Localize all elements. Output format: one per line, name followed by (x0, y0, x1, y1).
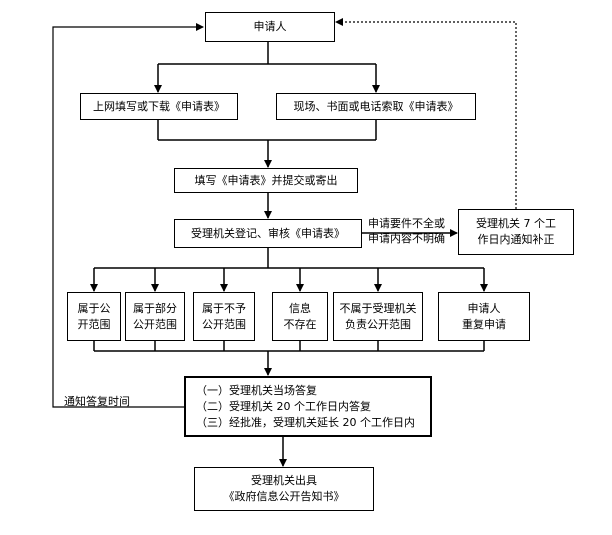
incomplete-edge-label: 申请要件不全或 申请内容不明确 (368, 216, 445, 246)
reply-option-2: （二）受理机关 20 个工作日内答复 (196, 399, 371, 413)
notify-time-text: 通知答复时间 (64, 395, 130, 408)
category-partial-line-2: 公开范围 (133, 317, 177, 331)
reply-option-1: （一）受理机关当场答复 (196, 383, 317, 397)
incomplete-line-1: 申请要件不全或 (368, 217, 445, 230)
download-form-label: 上网填写或下载《申请表》 (93, 99, 225, 113)
category-outside-scope-line-2: 负责公开范围 (345, 317, 411, 331)
category-partial-line-1: 属于部分 (133, 301, 177, 315)
incomplete-line-2: 申请内容不明确 (368, 232, 445, 245)
fill-submit-node: 填写《申请表》并提交或寄出 (174, 168, 358, 193)
onsite-form-label: 现场、书面或电话索取《申请表》 (293, 99, 459, 113)
register-review-node: 受理机关登记、审核《申请表》 (174, 219, 362, 248)
category-partial-node: 属于部分 公开范围 (125, 292, 185, 341)
notify-fix-line-1: 受理机关 7 个工 (476, 217, 556, 230)
category-nonexistent-node: 信息 不存在 (272, 292, 328, 341)
category-duplicate-node: 申请人 重复申请 (438, 292, 530, 341)
category-public-line-2: 开范围 (77, 317, 111, 331)
onsite-form-node: 现场、书面或电话索取《申请表》 (276, 93, 476, 120)
applicant-label: 申请人 (253, 20, 287, 33)
notify-fix-line-2: 作日内通知补正 (477, 233, 555, 246)
fill-submit-label: 填写《申请表》并提交或寄出 (194, 173, 338, 187)
download-form-node: 上网填写或下载《申请表》 (80, 93, 238, 120)
category-nonexistent-line-2: 不存在 (283, 317, 317, 331)
category-duplicate-line-1: 申请人 (467, 301, 501, 315)
category-exempt-node: 属于不予 公开范围 (193, 292, 255, 341)
issue-notice-node: 受理机关出具 《政府信息公开告知书》 (194, 467, 374, 511)
category-outside-scope-line-1: 不属于受理机关 (339, 301, 417, 315)
category-nonexistent-line-1: 信息 (289, 301, 311, 315)
category-outside-scope-node: 不属于受理机关 负责公开范围 (333, 292, 423, 341)
notify-time-edge-label: 通知答复时间 (64, 394, 130, 409)
issue-notice-line-1: 受理机关出具 (251, 474, 317, 487)
category-duplicate-line-2: 重复申请 (462, 317, 506, 331)
notify-fix-node: 受理机关 7 个工 作日内通知补正 (458, 209, 574, 255)
reply-deadline-node: （一）受理机关当场答复 （二）受理机关 20 个工作日内答复 （三）经批准，受理… (184, 376, 432, 437)
reply-option-3: （三）经批准，受理机关延长 20 个工作日内 (196, 415, 415, 429)
register-review-label: 受理机关登记、审核《申请表》 (191, 226, 345, 240)
category-exempt-line-1: 属于不予 (202, 301, 246, 315)
applicant-node: 申请人 (205, 12, 335, 42)
issue-notice-line-2: 《政府信息公开告知书》 (223, 490, 345, 503)
category-public-line-1: 属于公 (77, 301, 111, 315)
category-public-node: 属于公 开范围 (67, 292, 121, 341)
category-exempt-line-2: 公开范围 (202, 317, 246, 331)
